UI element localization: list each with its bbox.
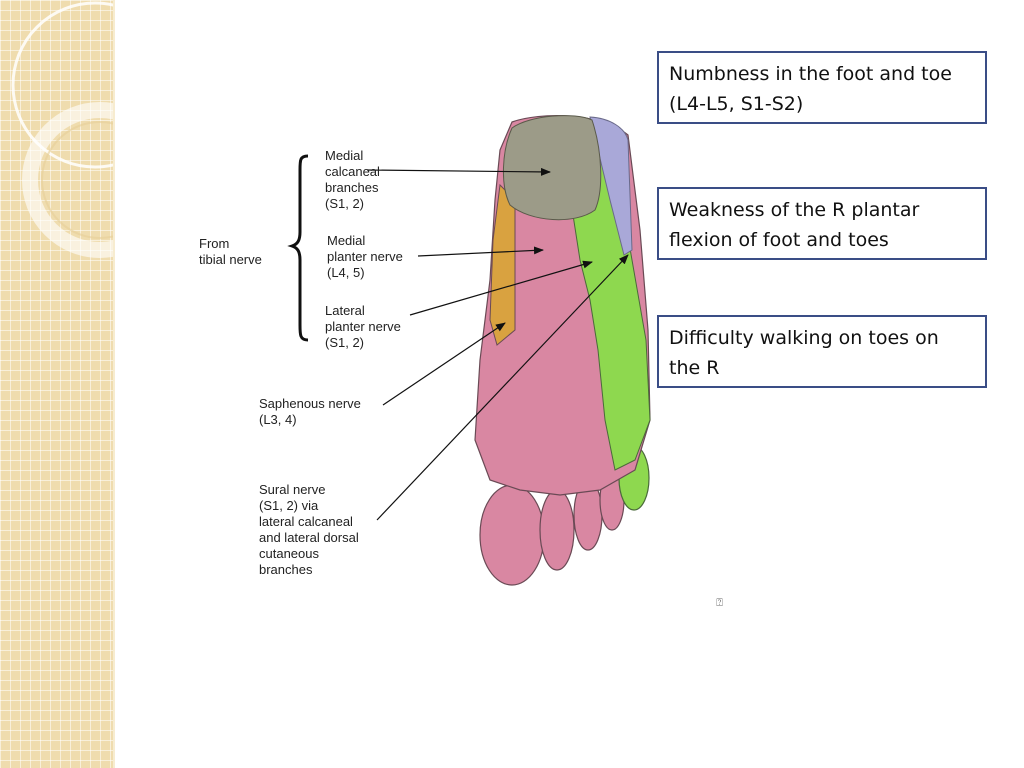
- callout-difficulty-line2: the R: [669, 357, 720, 379]
- curly-brace: [287, 154, 309, 342]
- callout-difficulty-line1: Difficulty walking on toes on: [669, 327, 939, 349]
- sural-region: [589, 116, 633, 256]
- leader-sural: [376, 254, 629, 521]
- broken-image-icon: ⍰: [716, 597, 723, 609]
- callout-weakness-line1: Weakness of the R plantar: [669, 199, 920, 221]
- toe-second: [539, 489, 575, 571]
- leader-saphenous: [382, 322, 506, 406]
- sidebar-rings: [11, 1, 113, 258]
- group-label: From tibial nerve: [199, 236, 262, 267]
- callout-numbness-line1: Numbness in the foot and toe: [669, 63, 952, 85]
- toe-big: [479, 484, 545, 586]
- label-medial-planter: Medial planter nerve (L4, 5): [327, 233, 407, 280]
- label-lateral-planter: Lateral planter nerve (S1, 2): [325, 303, 405, 350]
- label-saphenous: Saphenous nerve (L3, 4): [259, 396, 365, 427]
- foot-illustration: [474, 115, 651, 586]
- medial-calcaneal-region: [503, 115, 602, 221]
- callout-difficulty-walking: Difficulty walking on toes on the R: [657, 315, 987, 388]
- leader-medial-planter: [417, 246, 544, 257]
- callout-weakness: Weakness of the R plantar flexion of foo…: [657, 187, 987, 260]
- decorative-sidebar: [0, 0, 115, 768]
- leader-medial-calcaneal: [366, 167, 551, 176]
- callout-weakness-line2: flexion of foot and toes: [669, 229, 889, 251]
- leader-lines: [366, 167, 629, 521]
- callout-numbness-line2: (L4-L5, S1-S2): [669, 93, 804, 115]
- callout-numbness: Numbness in the foot and toe (L4-L5, S1-…: [657, 51, 987, 124]
- label-sural: Sural nerve (S1, 2) via lateral calcanea…: [259, 482, 362, 577]
- leader-lateral-planter: [409, 260, 593, 316]
- label-medial-calcaneal: Medial calcaneal branches (S1, 2): [325, 148, 384, 211]
- saphenous-region: [489, 183, 516, 346]
